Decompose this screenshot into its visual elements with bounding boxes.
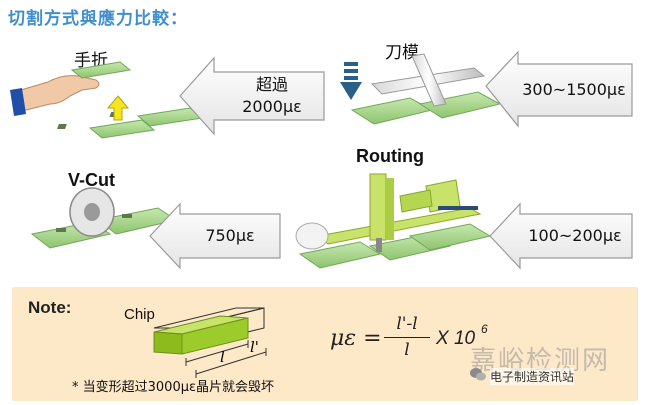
vcut-strain-arrow <box>149 202 281 270</box>
hand-break-strain-arrow <box>179 56 325 136</box>
die-strain-arrow <box>485 50 633 128</box>
hand-break-strain-line2: 2000με <box>242 97 302 116</box>
watermark-badge: 电子制造资讯站 <box>490 368 575 385</box>
wechat-icon <box>470 368 486 381</box>
die-cut-illustration <box>340 53 502 125</box>
formula-multiplier: X 10 <box>436 328 476 349</box>
formula-denominator: l <box>404 340 410 360</box>
formula-exponent: 6 <box>481 322 488 336</box>
vcut-label: V-Cut <box>68 170 115 190</box>
die-strain-value: 300~1500με <box>522 80 626 99</box>
footnote: * 当变形超过3000με晶片就会毁坏 <box>72 380 275 395</box>
routing-strain-arrow <box>489 202 633 270</box>
die-cut-label: 刀模 <box>385 43 419 63</box>
hand-break-illustration <box>10 61 204 139</box>
hand-break-strain-line1: 超過 <box>255 75 288 94</box>
vcut-illustration <box>30 187 178 249</box>
dimension-l: l <box>220 348 225 366</box>
cutting-diagram <box>10 50 633 270</box>
vcut-strain-value: 750με <box>205 226 255 245</box>
formula-numerator: l'-l <box>396 314 418 334</box>
chip-label: Chip <box>124 306 155 323</box>
routing-label: Routing <box>356 146 424 166</box>
page-title: 切割方式與應力比較： <box>8 9 188 29</box>
formula-lhs: με = <box>330 326 382 351</box>
up-arrow-icon <box>106 95 130 121</box>
chip-illustration <box>153 307 267 378</box>
note-title: Note: <box>28 298 72 317</box>
routing-strain-value: 100~200με <box>528 226 622 245</box>
dimension-l-prime: l' <box>250 338 259 356</box>
routing-illustration <box>295 173 492 269</box>
down-arrow-icon <box>340 82 362 100</box>
formula-fraction-bar <box>384 337 430 338</box>
